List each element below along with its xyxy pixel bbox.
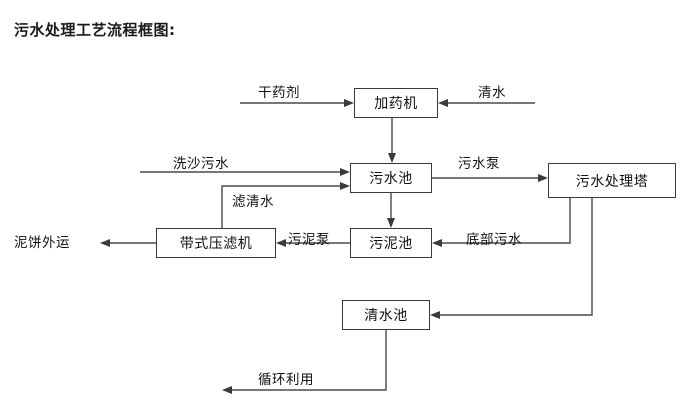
- edge-sand-wash-water-to-sewage-pool: [140, 168, 350, 176]
- node-label: 带式压滤机: [179, 236, 253, 252]
- page-title: 污水处理工艺流程框图:: [14, 21, 176, 39]
- terminal-label-mud-cake-out: 泥饼外运: [14, 235, 70, 251]
- edge-label-bottom-sewage: 底部污水: [466, 232, 522, 248]
- edge-dosing-to-sewage-pool: [388, 118, 396, 163]
- node-label: 加药机: [374, 96, 418, 112]
- node-treatment-tower[interactable]: 污水处理塔: [548, 163, 676, 198]
- node-label: 清水池: [364, 308, 408, 324]
- edge-tower-to-clear-water-pool: [430, 198, 593, 319]
- node-clear-water-pool[interactable]: 清水池: [342, 300, 430, 330]
- node-belt-filter-press[interactable]: 带式压滤机: [156, 228, 276, 258]
- edge-bottom-sewage-to-sludge-pool: [432, 198, 571, 247]
- edge-label-sand-wash-water: 洗沙污水: [173, 156, 229, 172]
- node-dosing-machine[interactable]: 加药机: [354, 88, 438, 118]
- edge-sludge-pump-to-press: [276, 239, 350, 247]
- edge-clean-water-to-dosing: [438, 99, 535, 107]
- edge-label-sewage-pump: 污水泵: [458, 156, 500, 172]
- node-sludge-pool[interactable]: 污泥池: [350, 228, 432, 258]
- edge-sewage-pool-to-sludge-pool: [387, 193, 395, 228]
- edge-label-dry-reagent: 干药剂: [258, 85, 300, 101]
- edge-filtrate-to-sewage-pool: [221, 182, 350, 228]
- edge-sewage-pool-to-tower: [432, 174, 548, 182]
- edge-label-recycle-reuse: 循环利用: [258, 372, 314, 388]
- node-label: 污泥池: [369, 236, 413, 252]
- edge-press-to-mud-cake-out: [100, 239, 156, 247]
- node-label: 污水处理塔: [575, 173, 649, 190]
- node-sewage-pool[interactable]: 污水池: [350, 163, 432, 193]
- edge-clear-water-to-recycle: [222, 330, 387, 394]
- edge-dry-reagent-to-dosing: [240, 99, 354, 107]
- edge-label-sludge-pump: 污泥泵: [288, 232, 330, 248]
- node-label: 污水池: [369, 171, 413, 187]
- edge-label-filtrate-water: 滤清水: [232, 194, 274, 210]
- edge-label-clean-water: 清水: [478, 85, 506, 101]
